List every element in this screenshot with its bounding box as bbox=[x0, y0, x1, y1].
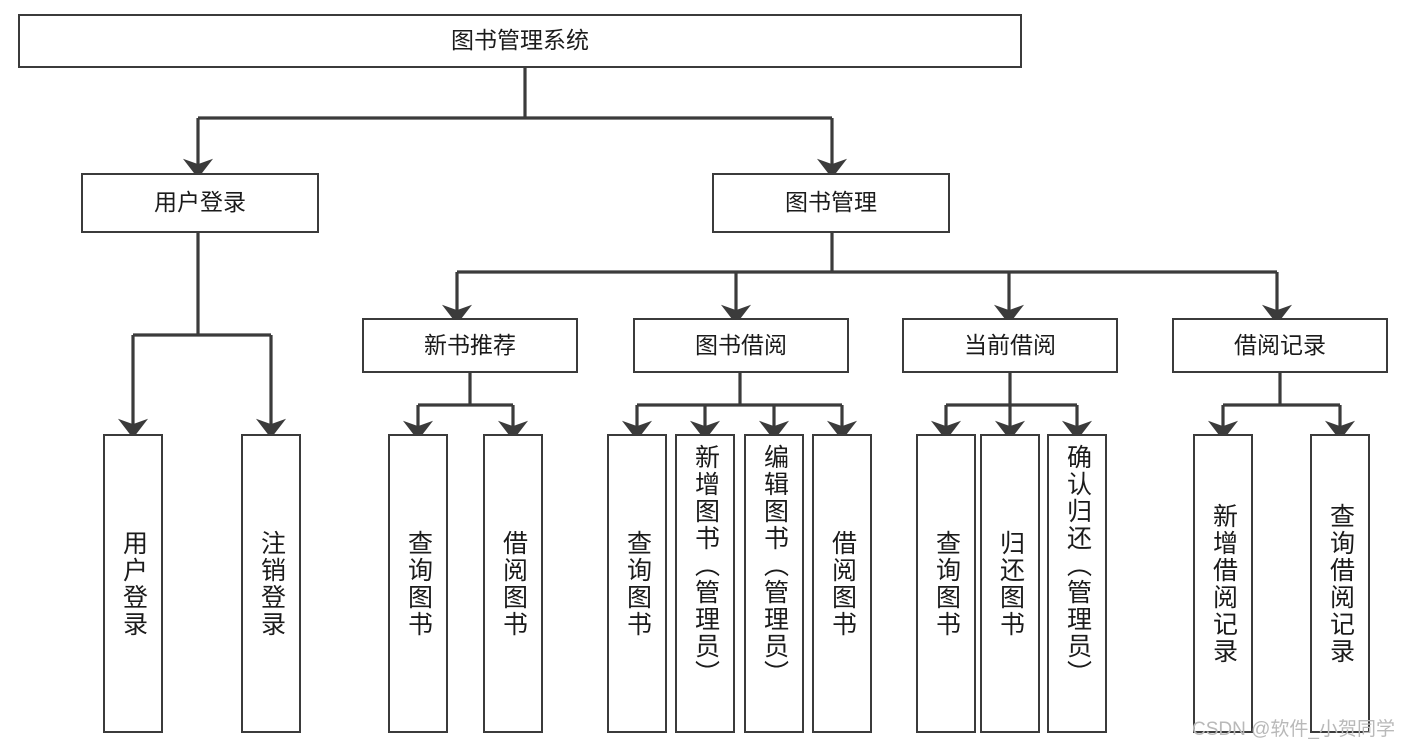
node-label: 用户登录 bbox=[154, 189, 246, 216]
node-label: 借阅记录 bbox=[1234, 331, 1326, 358]
node-leaf-return-books[interactable]: 归还图书 bbox=[980, 434, 1040, 733]
node-borrowing-record[interactable]: 借阅记录 bbox=[1172, 318, 1388, 373]
node-label: 注销登录 bbox=[257, 529, 286, 638]
watermark-text: CSDN @软件_小贺同学 bbox=[1192, 719, 1395, 740]
node-leaf-add-book-admin[interactable]: 新增图书（管理员） bbox=[675, 434, 735, 733]
node-label: 新增图书（管理员） bbox=[691, 444, 720, 687]
node-root-book-management-system[interactable]: 图书管理系统 bbox=[18, 14, 1022, 68]
node-leaf-add-borrow-record[interactable]: 新增借阅记录 bbox=[1193, 434, 1253, 733]
node-book-management[interactable]: 图书管理 bbox=[712, 173, 950, 233]
node-current-borrowing[interactable]: 当前借阅 bbox=[902, 318, 1118, 373]
node-leaf-query-books-borrow[interactable]: 查询图书 bbox=[607, 434, 667, 733]
node-book-borrowing[interactable]: 图书借阅 bbox=[633, 318, 849, 373]
node-label: 新书推荐 bbox=[424, 331, 516, 358]
node-new-book-recommendation[interactable]: 新书推荐 bbox=[362, 318, 578, 373]
node-leaf-borrow-books[interactable]: 借阅图书 bbox=[812, 434, 872, 733]
node-leaf-query-borrow-record[interactable]: 查询借阅记录 bbox=[1310, 434, 1370, 733]
node-leaf-query-books-recommend[interactable]: 查询图书 bbox=[388, 434, 448, 733]
node-label: 查询图书 bbox=[623, 529, 652, 638]
node-leaf-borrow-books-recommend[interactable]: 借阅图书 bbox=[483, 434, 543, 733]
node-leaf-confirm-return-admin[interactable]: 确认归还（管理员） bbox=[1047, 434, 1107, 733]
node-leaf-user-login[interactable]: 用户登录 bbox=[103, 434, 163, 733]
node-label: 借阅图书 bbox=[499, 529, 528, 638]
node-label: 归还图书 bbox=[996, 529, 1025, 638]
node-label: 查询图书 bbox=[404, 529, 433, 638]
node-label: 编辑图书（管理员） bbox=[760, 444, 789, 687]
node-label: 用户登录 bbox=[119, 529, 148, 638]
node-label: 当前借阅 bbox=[964, 331, 1056, 358]
node-user-login[interactable]: 用户登录 bbox=[81, 173, 319, 233]
node-label: 图书借阅 bbox=[695, 331, 787, 358]
node-leaf-edit-book-admin[interactable]: 编辑图书（管理员） bbox=[744, 434, 804, 733]
node-label: 查询图书 bbox=[932, 529, 961, 638]
node-label: 确认归还（管理员） bbox=[1063, 444, 1092, 687]
node-leaf-logout[interactable]: 注销登录 bbox=[241, 434, 301, 733]
node-label: 图书管理 bbox=[785, 189, 877, 216]
node-label: 查询借阅记录 bbox=[1326, 502, 1355, 665]
node-leaf-query-books-current[interactable]: 查询图书 bbox=[916, 434, 976, 733]
node-label: 新增借阅记录 bbox=[1209, 502, 1238, 665]
node-label: 图书管理系统 bbox=[451, 27, 589, 54]
node-label: 借阅图书 bbox=[828, 529, 857, 638]
